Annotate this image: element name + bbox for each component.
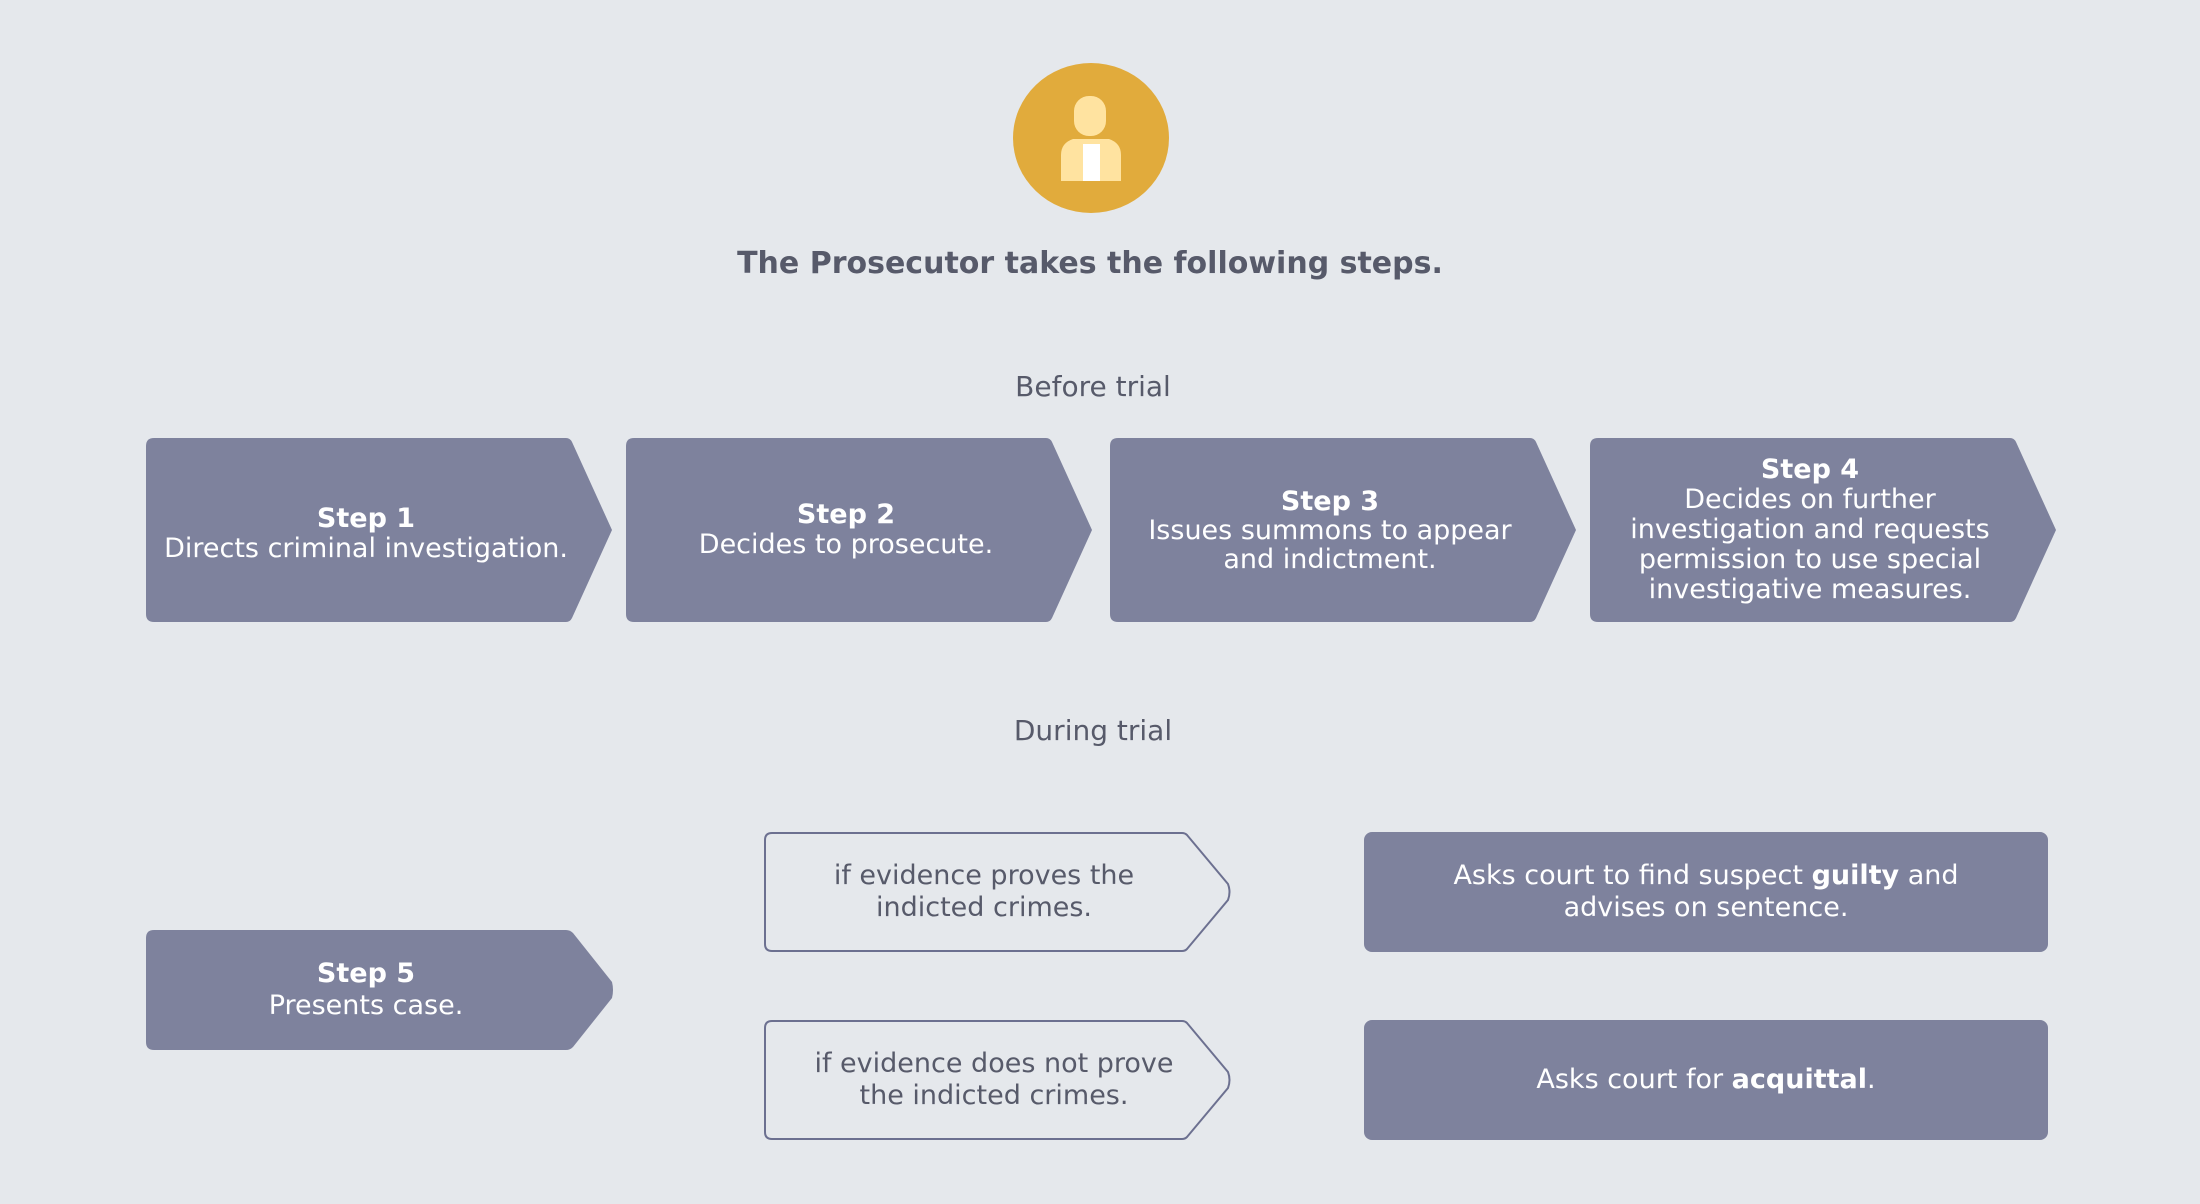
step-1-box: Step 1 Directs criminal investigation. xyxy=(146,438,612,622)
step-2-text: Decides to prosecute. xyxy=(698,529,994,560)
condition-evidence-proves: if evidence proves the indicted crimes. xyxy=(764,832,1231,952)
prosecutor-avatar-icon xyxy=(1013,63,1169,213)
outcome-acquittal-pre: Asks court for xyxy=(1536,1064,1732,1095)
page-title: The Prosecutor takes the following steps… xyxy=(737,246,1443,281)
step-3-box: Step 3 Issues summons to appear and indi… xyxy=(1110,438,1576,622)
section-label-during-trial: During trial xyxy=(1013,714,1173,747)
step-1-title: Step 1 xyxy=(316,503,416,534)
outcome-guilty-line-2: advises on sentence. xyxy=(1563,892,1849,923)
step-4-text-line-4: investigative measures. xyxy=(1648,574,1972,605)
outcome-acquittal-text: Asks court for acquittal. xyxy=(1536,1064,1875,1096)
step-5-box: Step 5 Presents case. xyxy=(146,930,613,1050)
step-5-text: Presents case. xyxy=(268,990,464,1021)
outcome-acquittal-post: . xyxy=(1867,1064,1876,1095)
step-2-box: Step 2 Decides to prosecute. xyxy=(626,438,1092,622)
step-4-box: Step 4 Decides on further investigation … xyxy=(1590,438,2056,622)
outcome-guilty-post: and xyxy=(1899,860,1959,891)
step-4-text-line-2: investigation and requests xyxy=(1630,514,1990,545)
step-1-text: Directs criminal investigation. xyxy=(164,533,568,564)
step-3-text-line-1: Issues summons to appear xyxy=(1148,514,1512,546)
outcome-guilty-line-1: Asks court to find suspect guilty and xyxy=(1453,860,1958,892)
step-2-title: Step 2 xyxy=(796,499,896,530)
outcome-guilty-bold: guilty xyxy=(1811,860,1900,891)
condition-2-line-2: the indicted crimes. xyxy=(859,1080,1129,1111)
section-label-before-trial: Before trial xyxy=(1015,370,1171,403)
step-3-title: Step 3 xyxy=(1280,485,1380,517)
step-4-text-line-1: Decides on further xyxy=(1684,484,1936,515)
step-4-title: Step 4 xyxy=(1760,454,1860,485)
outcome-acquittal-box: Asks court for acquittal. xyxy=(1364,1020,2048,1140)
step-5-title: Step 5 xyxy=(316,958,416,989)
outcome-guilty-box: Asks court to find suspect guilty and ad… xyxy=(1364,832,2048,952)
outcome-guilty-pre: Asks court to find suspect xyxy=(1453,860,1812,891)
outcome-acquittal-bold: acquittal xyxy=(1731,1064,1867,1095)
condition-evidence-does-not-prove: if evidence does not prove the indicted … xyxy=(764,1020,1231,1140)
condition-2-line-1: if evidence does not prove xyxy=(814,1048,1174,1079)
condition-1-line-2: indicted crimes. xyxy=(875,892,1093,923)
step-3-text-line-2: and indictment. xyxy=(1223,543,1437,575)
condition-1-line-1: if evidence proves the xyxy=(833,860,1135,891)
step-4-text-line-3: permission to use special xyxy=(1638,544,1982,575)
person-icon xyxy=(1061,96,1121,181)
